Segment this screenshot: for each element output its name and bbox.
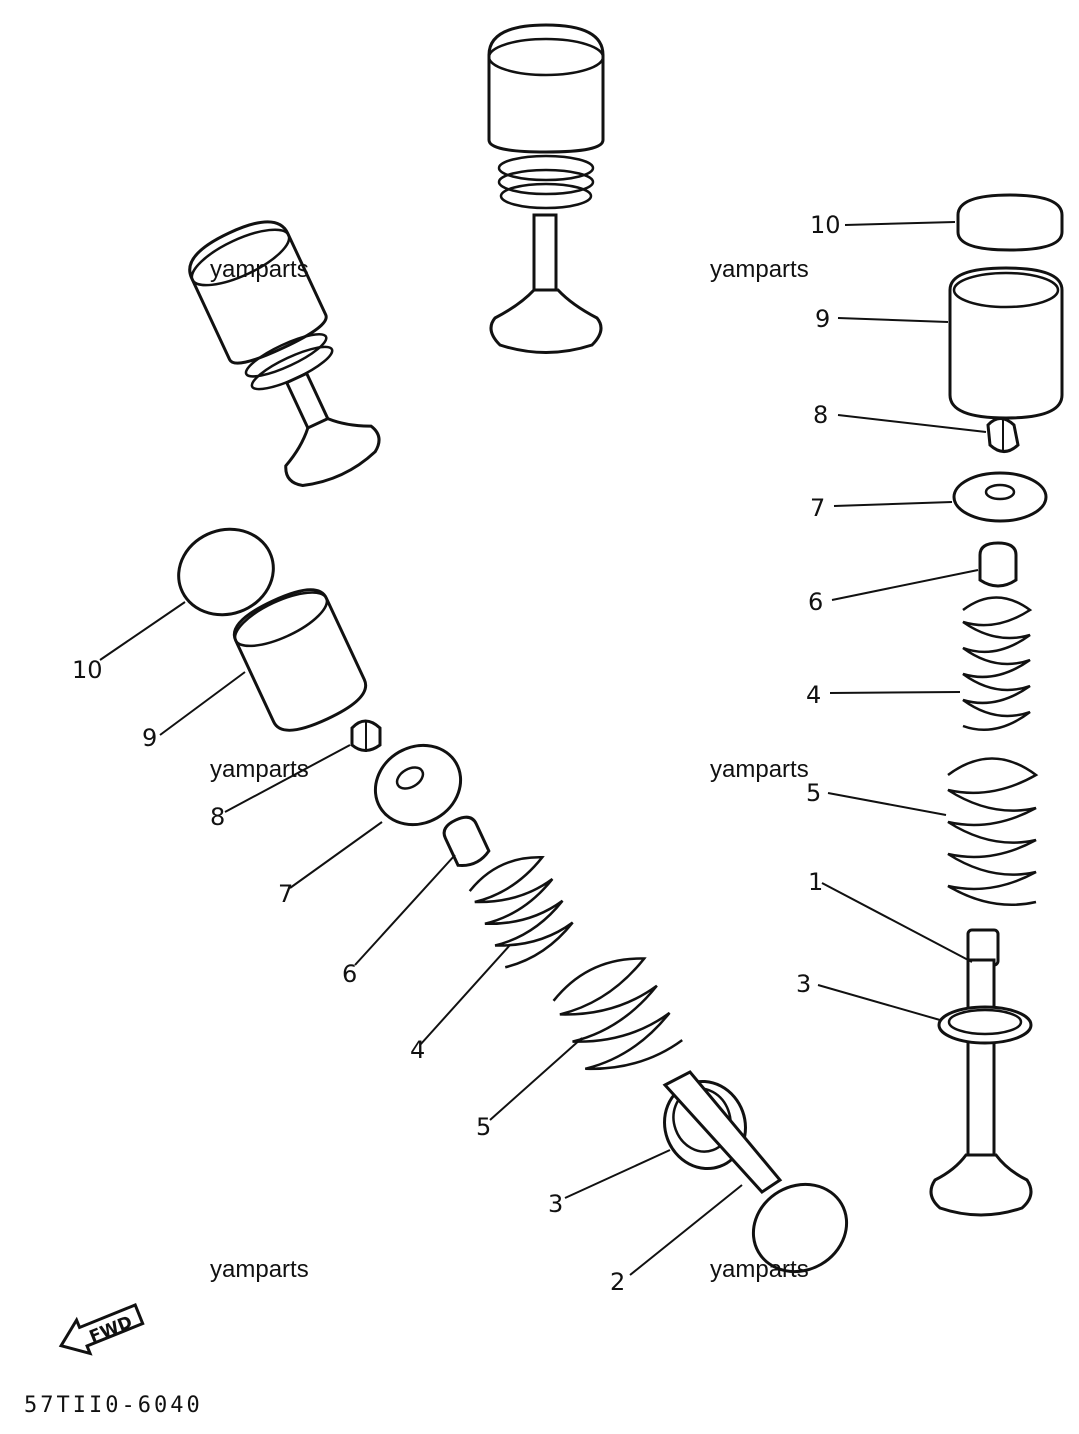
callout-8-right: 8: [813, 401, 828, 429]
right-lifter-9: [948, 266, 1064, 420]
callout-9-right: 9: [815, 305, 830, 333]
callout-10-right: 10: [810, 211, 841, 239]
callout-labels-right: 10 9 8 7 6 4 5 1 3: [796, 211, 841, 998]
callout-5-right: 5: [806, 779, 821, 807]
watermark: yamparts: [710, 1256, 809, 1283]
callout-4-right: 4: [806, 681, 821, 709]
right-retainer-7: [952, 471, 1048, 523]
watermark: yamparts: [210, 756, 309, 783]
right-washer-3: [937, 1005, 1033, 1045]
callout-2-left: 2: [610, 1268, 625, 1296]
callout-8-left: 8: [210, 803, 225, 831]
callout-3-left: 3: [548, 1190, 563, 1218]
left-shim-10: [177, 527, 275, 617]
watermarks: yamparts yamparts yamparts yamparts yamp…: [210, 256, 809, 1283]
left-retainer-7: [373, 743, 463, 827]
right-seal-6: [978, 541, 1018, 588]
left-outer-spring-5: [552, 957, 683, 1071]
diagram-code: 57TII0-6040: [24, 1393, 203, 1418]
callout-1-right: 1: [808, 868, 823, 896]
callout-7-right: 7: [810, 494, 825, 522]
callout-6-left: 6: [342, 960, 357, 988]
left-valve-2: [662, 1070, 849, 1274]
assembled-valve-top-left: [188, 220, 381, 488]
watermark: yamparts: [210, 256, 309, 283]
right-outer-spring-5: [947, 757, 1039, 907]
callout-labels-left: 10 9 8 7 6 4 5 3 2: [72, 656, 625, 1296]
right-shim-10: [956, 193, 1064, 252]
right-inner-spring-4: [962, 596, 1033, 732]
watermark: yamparts: [210, 1256, 309, 1283]
callout-9-left: 9: [142, 724, 157, 752]
callout-7-left: 7: [278, 880, 293, 908]
fwd-arrow-icon: FWD: [58, 1303, 145, 1356]
callout-5-left: 5: [476, 1113, 491, 1141]
right-cotter-8: [986, 417, 1020, 453]
watermark: yamparts: [710, 756, 809, 783]
callout-4-left: 4: [410, 1036, 425, 1064]
callout-3-right: 3: [796, 970, 811, 998]
assembled-valve-top-center: [487, 23, 605, 354]
watermark: yamparts: [710, 256, 809, 283]
left-seal-6: [442, 815, 491, 867]
right-valve-1: [929, 928, 1033, 1217]
left-cotter-8: [350, 719, 382, 752]
leader-lines: [99, 221, 987, 1276]
callout-6-right: 6: [808, 588, 823, 616]
left-inner-spring-4: [468, 856, 574, 969]
callout-10-left: 10: [72, 656, 103, 684]
left-lifter-9: [232, 588, 368, 732]
